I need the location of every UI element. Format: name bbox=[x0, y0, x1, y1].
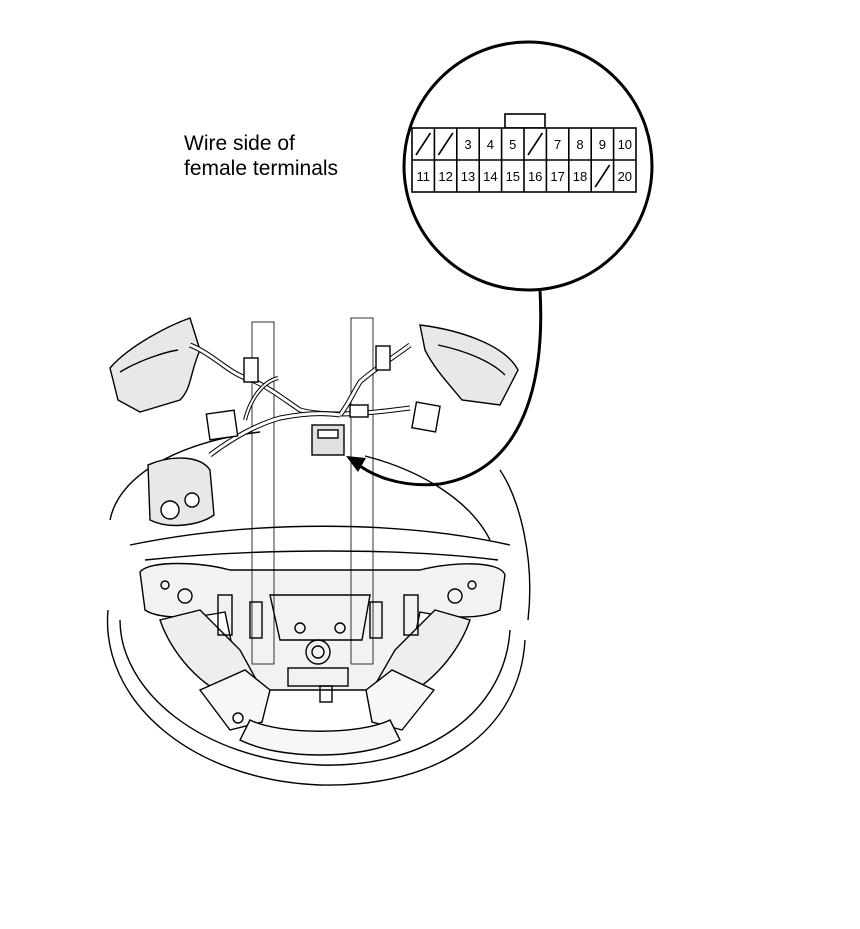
steering-wheel bbox=[106, 431, 531, 786]
terminal-10: 10 bbox=[618, 137, 632, 152]
hub-center-boss bbox=[305, 639, 331, 665]
guide-lines bbox=[251, 317, 374, 665]
wheel-rim-inner bbox=[119, 619, 511, 766]
terminal-9: 9 bbox=[599, 137, 606, 152]
callout-circle bbox=[402, 40, 654, 292]
connector-left bbox=[205, 409, 239, 441]
unused-terminal-slash bbox=[527, 132, 544, 156]
callout-leader-line bbox=[354, 289, 543, 487]
terminal-15: 15 bbox=[506, 169, 520, 184]
terminal-8: 8 bbox=[576, 137, 583, 152]
terminal-3: 3 bbox=[464, 137, 471, 152]
left-lower-switch bbox=[147, 457, 215, 527]
connector-right bbox=[411, 401, 441, 433]
caption-line-2: female terminals bbox=[184, 157, 339, 180]
connector-top-left bbox=[243, 357, 259, 383]
terminal-4: 4 bbox=[487, 137, 494, 152]
terminal-16: 16 bbox=[528, 169, 542, 184]
connector-top-right bbox=[375, 345, 391, 371]
connector-callout bbox=[346, 40, 654, 487]
terminal-5: 5 bbox=[509, 137, 516, 152]
unused-terminal-slash bbox=[415, 132, 432, 156]
unused-terminal-slash bbox=[437, 132, 454, 156]
terminal-12: 12 bbox=[438, 169, 452, 184]
left-upper-switch bbox=[109, 317, 201, 413]
bottom-spoke bbox=[239, 719, 401, 756]
right-upper-switch bbox=[419, 324, 519, 406]
connector-lock-tab bbox=[504, 113, 546, 129]
terminal-7: 7 bbox=[554, 137, 561, 152]
terminal-17: 17 bbox=[550, 169, 564, 184]
harness-connectors bbox=[205, 345, 441, 456]
terminal-13: 13 bbox=[461, 169, 475, 184]
terminal-11: 11 bbox=[416, 169, 430, 184]
caption-line-1: Wire side of bbox=[184, 132, 295, 155]
terminal-20: 20 bbox=[618, 169, 632, 184]
unused-terminal-slash bbox=[594, 164, 611, 188]
terminal-18: 18 bbox=[573, 169, 587, 184]
terminal-14: 14 bbox=[483, 169, 497, 184]
caption: Wire side of female terminals bbox=[184, 131, 338, 181]
